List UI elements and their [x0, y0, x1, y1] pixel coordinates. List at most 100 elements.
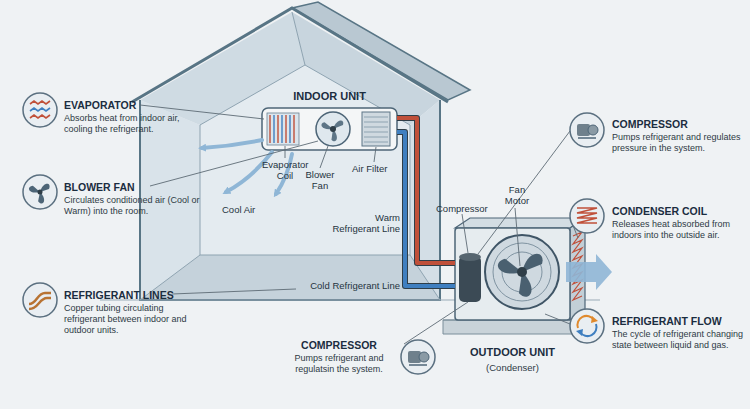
slat: [364, 132, 388, 133]
part-label: Evaporator Coil: [262, 159, 308, 181]
icon-cycle: [570, 309, 604, 343]
callout-heading: COMPRESSOR: [612, 118, 744, 131]
compressor-top: [459, 253, 481, 261]
unit-body: [455, 228, 570, 320]
icon-evaporator: [23, 93, 57, 127]
icon-pump: [588, 125, 598, 135]
callout-box: REFRIGERANT LINESCopper tubing circulati…: [64, 289, 204, 336]
fin: [277, 115, 278, 143]
filter-slats: [364, 117, 388, 142]
callout-box: EVAPORATORAbsorbs heat from indoor air, …: [64, 99, 204, 135]
callout-heading: BLOWER FAN: [64, 181, 204, 194]
fan-blades: [321, 120, 344, 142]
indoor-unit-box: INDOOR UNIT: [262, 108, 397, 150]
icon-circle: [401, 340, 435, 374]
leader-line: [320, 146, 328, 168]
icon-wave: [30, 115, 50, 118]
icon-wave: [30, 108, 50, 111]
blower-fan: [316, 112, 350, 146]
fan-motor: [517, 267, 527, 277]
callout-box: COMPRESSORPumps refrigerant and regulate…: [612, 118, 744, 154]
icon-base: [409, 364, 427, 366]
icon-tubes: [23, 283, 57, 317]
leader-line: [374, 147, 376, 162]
room-edge: [200, 255, 410, 256]
exhaust-arrow: [566, 254, 612, 290]
icon-pump: [419, 352, 429, 362]
leader-line: [285, 146, 286, 158]
icon-blade: [28, 184, 40, 196]
leader-line: [462, 214, 468, 253]
fan-hub: [330, 126, 336, 132]
air-arrow: [226, 152, 272, 192]
callout-heading: COMPRESSOR: [281, 339, 397, 352]
unit-top: [455, 218, 585, 228]
air-arrow: [202, 140, 262, 148]
callout-heading: EVAPORATOR: [64, 99, 204, 112]
roof-edge: [132, 8, 448, 102]
icon-zigzag: [577, 208, 597, 223]
icon-circle: [23, 175, 57, 209]
leader-line: [545, 314, 570, 324]
evaporator-coil: [267, 113, 299, 145]
leader-line: [515, 208, 520, 266]
part-label: Fan Motor: [500, 184, 534, 206]
room-edges: [140, 12, 440, 300]
leader-line: [172, 289, 296, 294]
callout-heading: REFRIGERANT LINES: [64, 289, 204, 302]
air-label: Cool Air: [222, 204, 282, 215]
callout-box: CONDENSER COILReleases heat absorbed fro…: [612, 205, 744, 241]
callout-body: Pumps refrigerant and regulatsin the sys…: [281, 353, 397, 375]
fin: [269, 115, 270, 143]
icon-tube: [29, 298, 51, 309]
icon-arrowhead: [576, 329, 583, 336]
leader-line: [478, 131, 570, 254]
icon-arrowhead: [591, 316, 598, 323]
icon-circle: [23, 93, 57, 127]
fin: [281, 115, 282, 143]
callout-box: REFRIGERANT FLOWThe cycle of refrigerant…: [612, 315, 744, 351]
outdoor-unit-box: OUTDOOR UNIT(Condenser): [455, 228, 570, 320]
fin: [293, 115, 294, 143]
floor: [140, 255, 440, 300]
callout-body: Circulates conditioned air (Cool or Warm…: [64, 195, 204, 217]
line-label: Cold Refrigerant Line: [280, 280, 400, 291]
callout-box: COMPRESSORPumps refrigerant and regulats…: [281, 339, 397, 375]
icon-circle: [570, 113, 604, 147]
leader-line: [404, 302, 468, 344]
unit-title: OUTDOOR UNIT: [435, 346, 590, 358]
fan-blade: [496, 254, 522, 281]
air-filter: [362, 112, 390, 146]
icon-coil: [570, 199, 604, 233]
leader-lines: [140, 105, 578, 344]
grille-ring: [493, 243, 551, 301]
unit-title: INDOOR UNIT: [242, 90, 417, 102]
part-label: Blower Fan: [303, 169, 337, 191]
room-edge: [292, 12, 305, 65]
icon-compressor: [401, 340, 435, 374]
compressor-body: [459, 256, 481, 302]
callout-heading: CONDENSER COIL: [612, 205, 744, 218]
icon-circle: [570, 199, 604, 233]
icon-base: [578, 137, 596, 139]
icon-wave: [30, 101, 50, 104]
callout-body: Pumps refrigerant and regulates pressure…: [612, 132, 744, 154]
callout-body: Absorbs heat from indoor air, cooling th…: [64, 113, 204, 135]
icon-hub: [38, 190, 43, 195]
coil-fins: [270, 115, 294, 143]
callout-body: Copper tubing circulating refrigerant be…: [64, 303, 204, 336]
icon-fan: [23, 175, 57, 209]
unit-subtitle: (Condenser): [435, 362, 590, 373]
slat: [364, 117, 388, 118]
fan-grille: [485, 235, 559, 309]
unit-body: [262, 108, 397, 150]
callout-box: BLOWER FANCirculates conditioned air (Co…: [64, 181, 204, 217]
room-edge: [410, 125, 411, 255]
fin: [273, 115, 274, 143]
line-label: Warm Refrigerant Line: [326, 212, 400, 234]
indoor-unit: [262, 108, 397, 150]
outdoor-unit: [443, 218, 612, 334]
part-label: Compressor: [436, 203, 506, 214]
icon-compressor: [570, 113, 604, 147]
icon-circle: [23, 283, 57, 317]
